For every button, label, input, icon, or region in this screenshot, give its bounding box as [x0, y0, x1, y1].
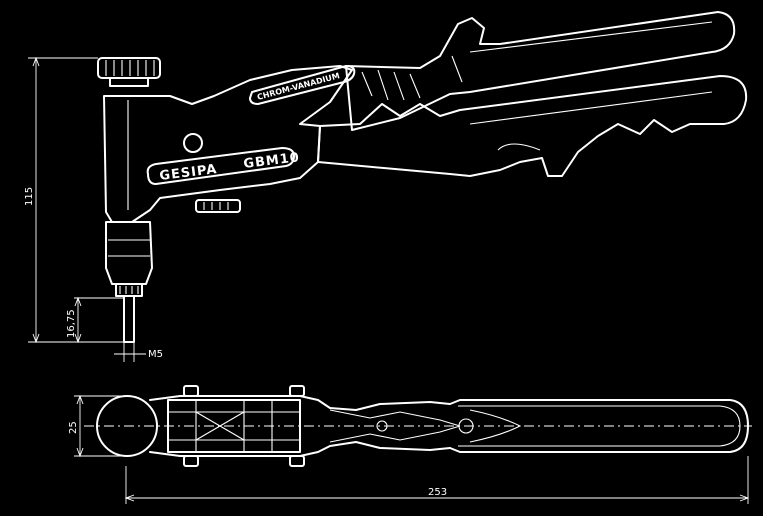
- nose-diameter-dimension: M5: [114, 342, 163, 362]
- top-knob: [97, 57, 161, 87]
- nose-diameter-value: M5: [148, 349, 163, 360]
- width-dimension: 25: [68, 394, 127, 458]
- model-label: GBM10: [243, 150, 301, 172]
- lower-handle: [317, 75, 748, 177]
- width-value: 25: [68, 421, 79, 434]
- length-value: 253: [428, 487, 447, 498]
- material-plate: [249, 65, 356, 105]
- length-dimension: 253: [124, 456, 750, 504]
- height-value: 115: [24, 187, 35, 206]
- nose-assembly: [105, 221, 153, 343]
- pivot-circle: [183, 133, 203, 153]
- top-handles: [449, 399, 749, 453]
- adjust-wheel: [195, 199, 241, 213]
- side-view: GESIPA GBM10 CHROM-VANADIUM: [24, 11, 748, 362]
- brand-label: GESIPA: [159, 162, 219, 184]
- top-view: 25 253: [68, 385, 752, 504]
- nose-length-value: 16,75: [66, 309, 77, 338]
- label-plate: [146, 147, 295, 185]
- nose-length-dimension: 16,75: [66, 296, 124, 344]
- height-dimension: 115: [24, 56, 124, 344]
- upper-handle: [345, 11, 736, 131]
